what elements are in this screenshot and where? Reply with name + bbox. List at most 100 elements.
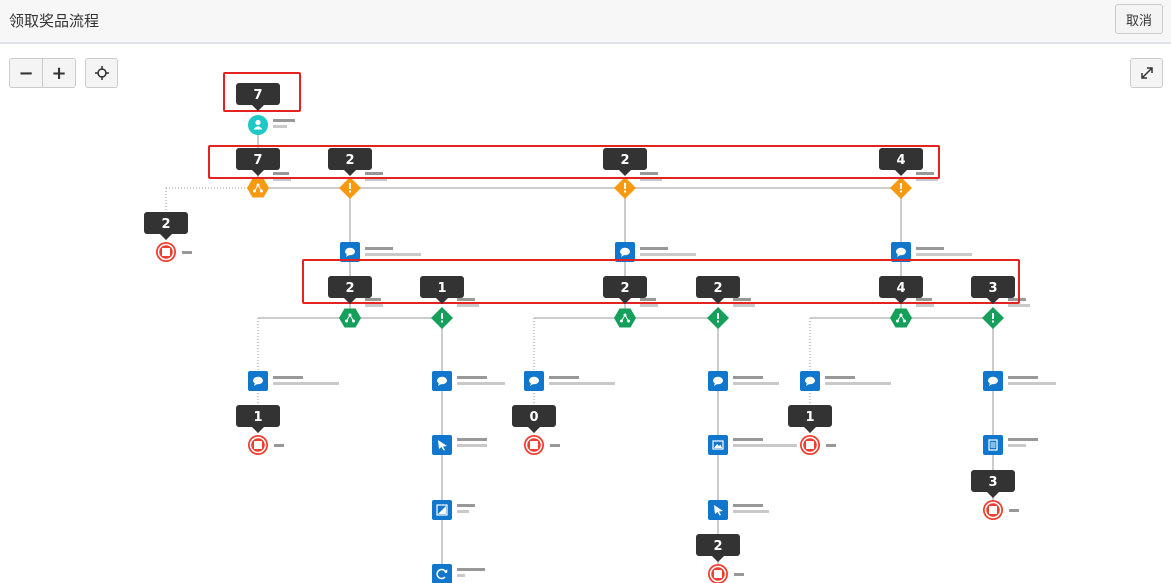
- message-icon: [345, 247, 355, 257]
- end-node[interactable]: [248, 435, 268, 455]
- condition-icon: [992, 313, 994, 323]
- node-caption: [640, 298, 658, 307]
- node-caption: [733, 298, 755, 307]
- message-node[interactable]: [615, 242, 635, 262]
- badge-count: 2: [161, 217, 170, 232]
- message-node[interactable]: [432, 371, 452, 391]
- badge-count: 7: [253, 88, 262, 103]
- node-caption: [733, 504, 769, 513]
- end-node[interactable]: [708, 564, 728, 583]
- node-caption: [826, 444, 836, 447]
- badge-count: 2: [620, 153, 629, 168]
- node-caption: [457, 298, 479, 307]
- count-badge: 7: [236, 83, 280, 111]
- cancel-button[interactable]: 取消: [1115, 4, 1163, 34]
- center-view-button[interactable]: [85, 58, 118, 88]
- count-badge: 0: [512, 405, 556, 433]
- count-badge: 1: [236, 405, 280, 433]
- expand-icon: [1140, 67, 1153, 79]
- node-caption: [640, 247, 696, 256]
- count-badge: 2: [603, 148, 647, 176]
- end-node[interactable]: [156, 242, 176, 262]
- edit-icon: [436, 504, 448, 516]
- message-icon: [253, 376, 263, 386]
- page-title: 领取奖品流程: [9, 12, 100, 30]
- badge-count: 2: [345, 281, 354, 296]
- node-caption: [916, 247, 972, 256]
- count-badge: 2: [603, 276, 647, 304]
- message-node[interactable]: [248, 371, 268, 391]
- tag-node[interactable]: [432, 500, 452, 520]
- badge-count: 2: [713, 281, 722, 296]
- node-caption: [733, 376, 779, 385]
- end-node[interactable]: [524, 435, 544, 455]
- count-badge: 7: [236, 148, 280, 176]
- message-node[interactable]: [891, 242, 911, 262]
- count-badge: 2: [328, 276, 372, 304]
- fullscreen-button[interactable]: [1130, 58, 1163, 88]
- condition-icon: [624, 183, 626, 193]
- badge-count: 1: [253, 410, 262, 425]
- condition-node[interactable]: [890, 177, 912, 199]
- count-badge: 2: [328, 148, 372, 176]
- condition-node[interactable]: [982, 307, 1004, 329]
- badge-count: 2: [620, 281, 629, 296]
- message-icon: [896, 247, 906, 257]
- message-node[interactable]: [340, 242, 360, 262]
- highlight-box: [223, 72, 301, 112]
- count-badge: 2: [144, 212, 188, 240]
- node-caption: [365, 247, 421, 256]
- node-caption: [365, 298, 383, 307]
- message-node[interactable]: [983, 371, 1003, 391]
- node-caption: [457, 504, 475, 513]
- condition-node[interactable]: [431, 307, 453, 329]
- split-node[interactable]: [339, 308, 361, 328]
- split-node[interactable]: [614, 308, 636, 328]
- message-icon: [620, 247, 630, 257]
- node-caption: [916, 172, 938, 181]
- condition-icon: [717, 313, 719, 323]
- end-node[interactable]: [983, 500, 1003, 520]
- message-icon: [437, 376, 447, 386]
- message-node[interactable]: [524, 371, 544, 391]
- zoom-out-button[interactable]: −: [18, 62, 34, 84]
- badge-count: 4: [896, 153, 905, 168]
- click-node[interactable]: [708, 500, 728, 520]
- split-icon: [896, 313, 906, 323]
- message-node[interactable]: [800, 371, 820, 391]
- zoom-in-button[interactable]: +: [42, 59, 75, 87]
- start-node[interactable]: [248, 115, 268, 135]
- split-node[interactable]: [890, 308, 912, 328]
- page-header: 领取奖品流程 取消: [0, 0, 1171, 44]
- node-caption: [1008, 438, 1038, 447]
- condition-node[interactable]: [614, 177, 636, 199]
- document-node[interactable]: [983, 435, 1003, 455]
- node-caption: [733, 438, 797, 447]
- count-badge: 2: [696, 276, 740, 304]
- node-caption: [825, 376, 891, 385]
- end-node[interactable]: [800, 435, 820, 455]
- badge-count: 3: [988, 281, 997, 296]
- badge-count: 1: [437, 281, 446, 296]
- condition-icon: [441, 313, 443, 323]
- highlight-box: [208, 145, 940, 179]
- split-node[interactable]: [247, 178, 269, 198]
- node-caption: [1008, 376, 1056, 385]
- count-badge: 1: [420, 276, 464, 304]
- condition-node[interactable]: [339, 177, 361, 199]
- cursor-icon: [714, 505, 723, 516]
- crosshair-icon: [94, 66, 109, 80]
- user-icon: [253, 119, 263, 130]
- refresh-node[interactable]: [432, 564, 452, 583]
- message-node[interactable]: [708, 371, 728, 391]
- message-icon: [805, 376, 815, 386]
- zoom-controls: − +: [9, 58, 76, 88]
- image-node[interactable]: [708, 435, 728, 455]
- click-node[interactable]: [432, 435, 452, 455]
- node-caption: [640, 172, 662, 181]
- badge-count: 4: [896, 281, 905, 296]
- condition-node[interactable]: [707, 307, 729, 329]
- document-icon: [988, 439, 998, 451]
- node-caption: [457, 568, 485, 577]
